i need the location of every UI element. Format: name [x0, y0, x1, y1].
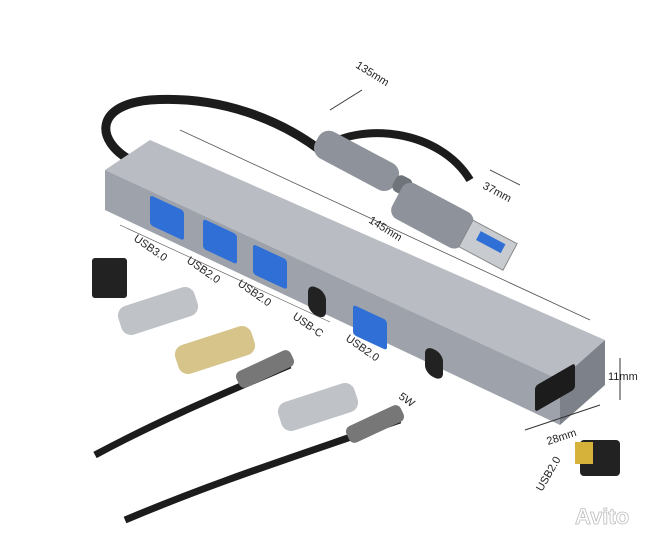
- usb-drive-black: [92, 258, 127, 298]
- port-usb2-c: [353, 305, 387, 350]
- watermark: Avito: [575, 504, 629, 529]
- usb-drive-gold: [174, 325, 256, 375]
- end-port-label: USB2.0: [534, 455, 563, 494]
- hub-top: [105, 140, 605, 380]
- port-usb2-a: [203, 219, 237, 264]
- port-usb-c: [308, 286, 326, 318]
- dim-cable-label: 135mm: [353, 59, 390, 89]
- dim-adapter-label: 37mm: [481, 180, 514, 205]
- usb-dongle: [575, 440, 620, 476]
- port-5w: [425, 348, 443, 379]
- usb-drive-silver-2: [277, 382, 359, 432]
- dim-height-label: 11mm: [608, 371, 638, 383]
- dim-port-width-label: 28mm: [545, 427, 578, 448]
- port-usb3: [150, 196, 184, 240]
- end-usb-port: [535, 364, 575, 411]
- front-ports: [150, 196, 443, 379]
- hub-end: [560, 340, 605, 425]
- hub-cable: [101, 94, 323, 164]
- usb-drive-silver: [117, 286, 199, 336]
- usb-a-connector: [391, 182, 518, 271]
- port-usb2-b: [253, 245, 287, 289]
